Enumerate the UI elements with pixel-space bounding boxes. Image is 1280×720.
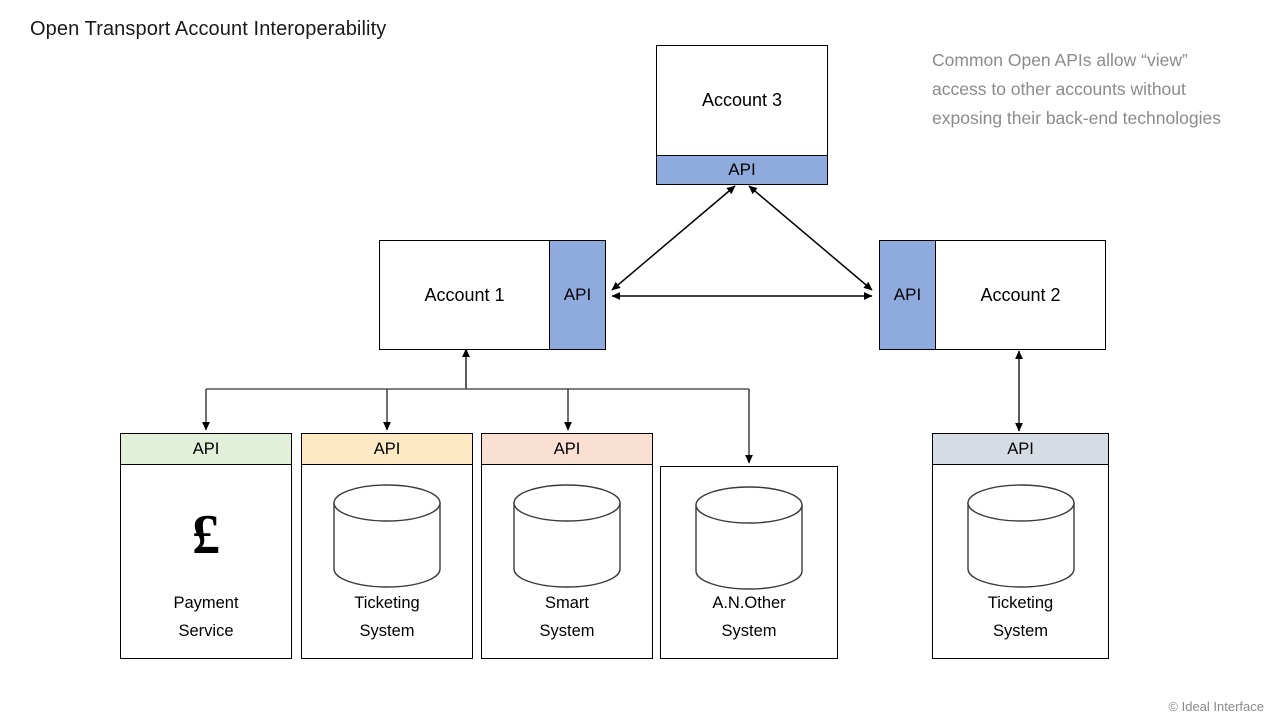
annotation-note: Common Open APIs allow “view” access to … — [932, 50, 1221, 128]
an-other-system-body: A.N.Other System — [661, 467, 837, 658]
account-1-label: Account 1 — [380, 241, 549, 349]
ticketing-system-1-box[interactable]: API Ticketing System — [301, 433, 473, 659]
smart-system-api-header[interactable]: API — [482, 434, 652, 465]
ticketing-system-2-box[interactable]: API Ticketing System — [932, 433, 1109, 659]
account-3-label: Account 3 — [657, 46, 827, 155]
smart-system-label: Smart System — [539, 594, 595, 640]
account-2-box[interactable]: API Account 2 — [879, 240, 1106, 350]
payment-service-box[interactable]: API £ Payment Service — [120, 433, 292, 659]
arrow-account2-account3 — [748, 185, 873, 291]
account-1-api-strip[interactable]: API — [549, 241, 605, 349]
smart-system-body: Smart System — [482, 465, 652, 658]
payment-service-label: Payment Service — [173, 594, 239, 640]
ticketing-system-1-label: Ticketing System — [354, 594, 420, 640]
ticketing-system-2-api-header[interactable]: API — [933, 434, 1108, 465]
database-cylinder-icon — [695, 486, 803, 590]
pound-icon: £ — [192, 504, 220, 566]
ticketing-system-1-api-header[interactable]: API — [302, 434, 472, 465]
copyright-credit: © Ideal Interface — [1168, 699, 1264, 714]
an-other-system-box[interactable]: A.N.Other System — [660, 466, 838, 659]
arrow-account1-account3 — [611, 185, 736, 291]
page-title: Open Transport Account Interoperability — [30, 18, 387, 40]
payment-service-api-header[interactable]: API — [121, 434, 291, 465]
account-1-box[interactable]: Account 1 API — [379, 240, 606, 350]
database-cylinder-icon — [966, 484, 1075, 588]
account-3-box[interactable]: Account 3 API — [656, 45, 828, 185]
ticketing-system-1-body: Ticketing System — [302, 465, 472, 658]
account-3-api-strip[interactable]: API — [657, 155, 827, 184]
database-cylinder-icon — [513, 484, 621, 588]
ticketing-system-2-label: Ticketing System — [987, 594, 1054, 640]
account-2-api-strip[interactable]: API — [880, 241, 936, 349]
payment-service-body: £ Payment Service — [121, 465, 291, 658]
an-other-system-label: A.N.Other System — [712, 594, 786, 640]
smart-system-box[interactable]: API Smart System — [481, 433, 653, 659]
ticketing-system-2-body: Ticketing System — [933, 465, 1108, 658]
database-cylinder-icon — [333, 484, 441, 588]
account-2-label: Account 2 — [936, 241, 1105, 349]
